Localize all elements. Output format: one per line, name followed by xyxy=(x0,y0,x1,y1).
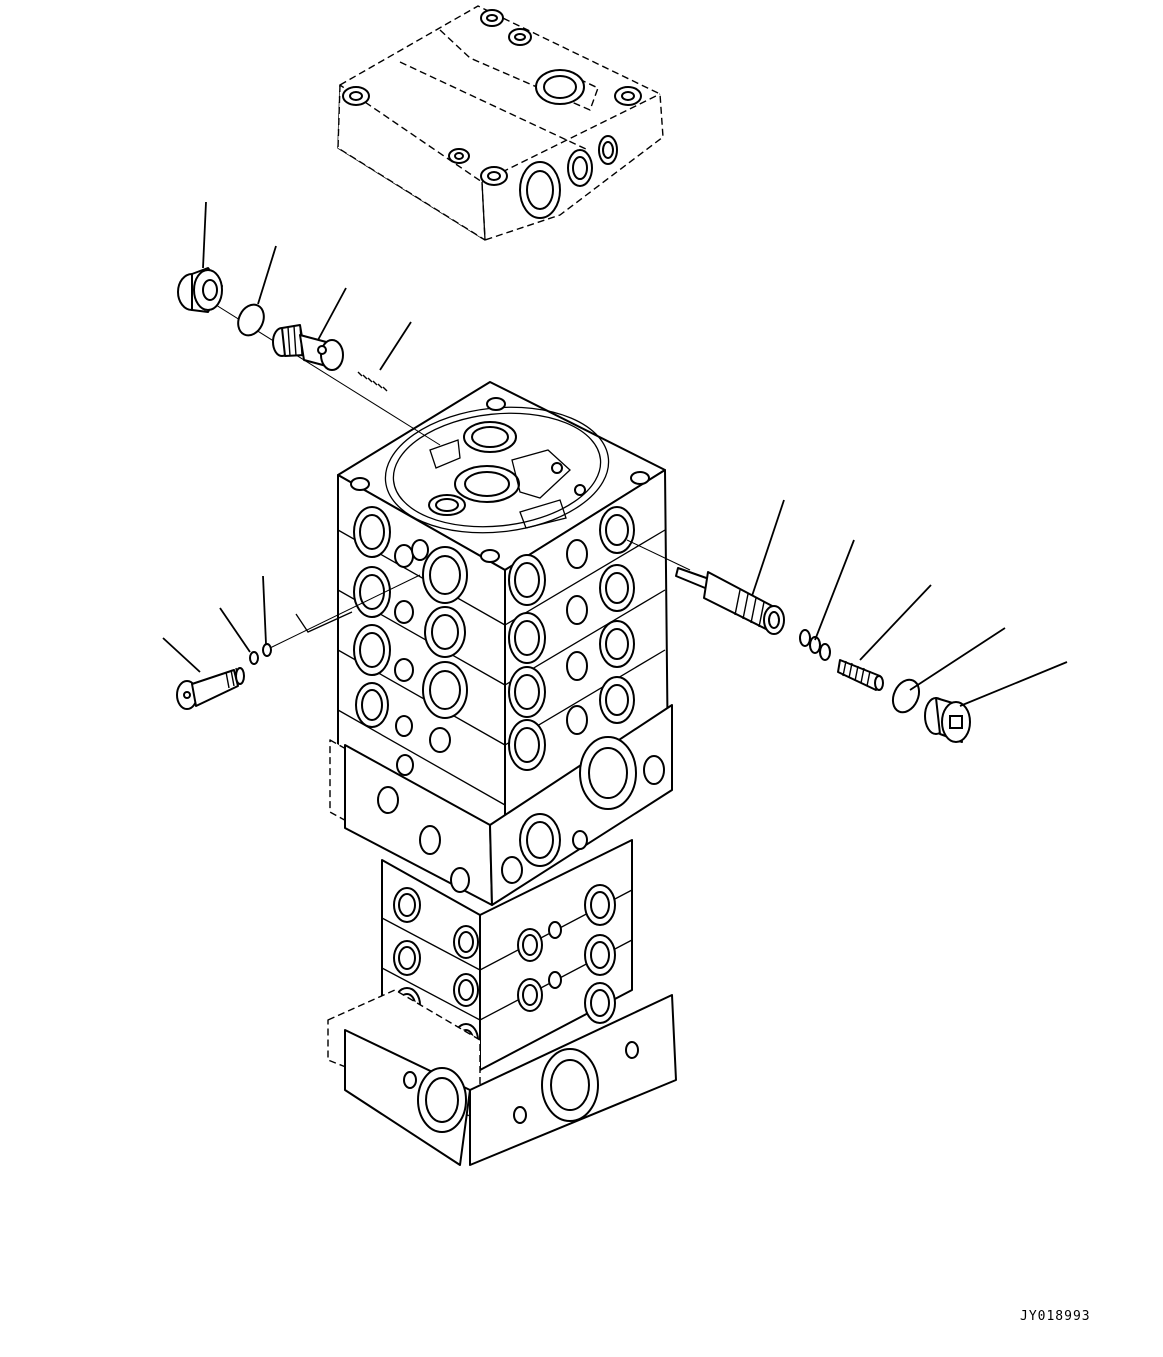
left-upper-parts xyxy=(177,201,441,446)
valve-piston-left xyxy=(272,324,344,371)
plug-left xyxy=(177,267,223,313)
plug-right xyxy=(924,697,971,743)
o-ring-left xyxy=(237,303,265,337)
valve-stack xyxy=(327,381,677,1166)
spring-coil-right xyxy=(799,629,831,661)
left-lower-parts xyxy=(162,574,421,710)
drawing-id-code: JY018993 xyxy=(1020,1309,1091,1324)
right-parts xyxy=(626,499,1068,743)
top-cover-block xyxy=(337,5,664,241)
spring-left xyxy=(357,371,388,392)
bolt-left xyxy=(176,667,245,710)
valve-spool-right xyxy=(675,567,785,635)
o-ring-small-1 xyxy=(249,651,259,665)
o-ring-small-2 xyxy=(262,643,272,657)
spring-right xyxy=(837,659,884,691)
o-ring-right xyxy=(891,678,921,714)
